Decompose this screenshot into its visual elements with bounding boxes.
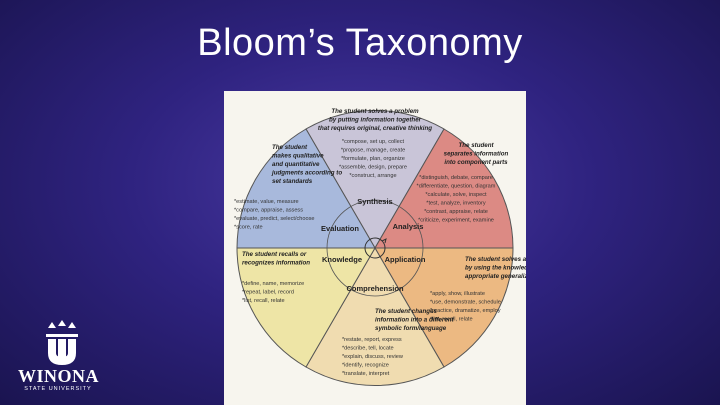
knowledge-verb-line: *define, name, memorize xyxy=(242,281,304,287)
sector-evaluation xyxy=(236,128,376,249)
evaluation-verb-line: *evaluate, predict, select/choose xyxy=(234,216,315,222)
evaluation-heading-line: makes qualitative xyxy=(272,153,324,160)
knowledge-heading-line: The student recalls or xyxy=(242,251,307,258)
knowledge-verb-line: *repeat, label, record xyxy=(242,290,294,296)
label-synthesis: Synthesis xyxy=(357,197,392,206)
analysis-heading-line: separates information xyxy=(444,151,509,158)
synthesis-verb-line: *compose, set up, collect xyxy=(342,139,405,145)
analysis-heading-line: into component parts xyxy=(444,159,508,166)
synthesis-heading-line: that requires original, creative thinkin… xyxy=(318,125,432,132)
synthesis-verb-line: *construct, arrange xyxy=(349,173,396,179)
application-verb-line: *list, recall, relate xyxy=(430,317,473,323)
inner-ring xyxy=(326,199,424,297)
bloom-wheel-panel: Synthesis Analysis Application Comprehen… xyxy=(224,91,526,405)
label-analysis: Analysis xyxy=(393,222,424,231)
analysis-verb-line: *distinguish, debate, compare xyxy=(419,175,493,181)
logo-subtitle: STATE UNIVERSITY xyxy=(24,386,92,392)
label-comprehension: Comprehension xyxy=(346,284,404,293)
comprehension-text: The student changes information into a di… xyxy=(342,308,455,377)
application-verb-line: *use, demonstrate, schedule xyxy=(430,300,501,306)
slide-title: Bloom’s Taxonomy xyxy=(197,22,523,64)
sector-analysis xyxy=(374,128,514,249)
comprehension-verb-line: *identify, recognize xyxy=(342,363,389,369)
analysis-verb-line: *calculate, solve, inspect xyxy=(425,192,487,198)
application-heading-line: appropriate generalizations xyxy=(465,273,526,280)
comprehension-verb-line: *translate, interpret xyxy=(342,371,390,377)
synthesis-verb-line: *assemble, design, prepare xyxy=(339,165,407,171)
evaluation-heading-line: and quantitative xyxy=(272,161,320,168)
comprehension-heading-line: information into a different xyxy=(375,317,455,324)
sector-synthesis xyxy=(305,110,445,249)
knowledge-text: The student recalls or recognizes informa… xyxy=(242,251,310,304)
analysis-verb-line: *criticize, experiment, examine xyxy=(418,218,494,224)
synthesis-heading-line: The student solves a problem xyxy=(331,108,419,115)
comprehension-verb-line: *restate, report, express xyxy=(342,337,402,343)
evaluation-verb-line: *compare, appraise, assess xyxy=(234,208,303,214)
label-knowledge: Knowledge xyxy=(322,255,362,264)
bloom-wheel: Synthesis Analysis Application Comprehen… xyxy=(234,108,526,386)
synthesis-verb-line: *propose, manage, create xyxy=(341,148,405,154)
cycle-arrowhead-icon xyxy=(381,238,387,244)
sector-application xyxy=(374,247,514,368)
sector-comprehension xyxy=(305,247,445,386)
center-cycle-arrow xyxy=(364,237,386,259)
analysis-verb-line: *test, analyze, inventory xyxy=(426,201,486,207)
evaluation-verb-line: *estimate, value, measure xyxy=(234,199,299,205)
knowledge-verb-line: *list, recall, relate xyxy=(242,298,285,304)
evaluation-heading-line: set standards xyxy=(272,178,313,185)
logo-wordmark: WINONA xyxy=(18,366,100,386)
comprehension-heading-line: The student changes xyxy=(375,308,437,315)
analysis-verb-line: *contrast, appraise, relate xyxy=(424,209,488,215)
comprehension-heading-line: symbolic form/language xyxy=(375,325,447,332)
analysis-heading-line: The student xyxy=(458,142,494,149)
comprehension-verb-line: *describe, tell, locate xyxy=(342,346,394,352)
synthesis-verb-line: *formulate, plan, organize xyxy=(341,156,405,162)
comprehension-verb-line: *explain, discuss, review xyxy=(342,354,404,360)
application-verb-line: *practice, dramatize, employ xyxy=(430,308,501,314)
sector-knowledge xyxy=(236,247,376,368)
knowledge-heading-line: recognizes information xyxy=(242,260,310,267)
label-application: Application xyxy=(385,255,426,264)
application-heading-line: The student solves a problem xyxy=(465,256,526,263)
application-verb-line: *apply, show, illustrate xyxy=(430,291,485,297)
application-text: The student solves a problem by using the… xyxy=(430,256,526,323)
evaluation-verb-line: *score, rate xyxy=(234,225,263,231)
winona-logo-icon xyxy=(46,320,78,365)
synthesis-heading-line: by putting information together xyxy=(329,117,422,124)
synthesis-text: The student solves a problem by putting i… xyxy=(318,108,432,179)
application-heading-line: by using the knowledge and xyxy=(465,265,526,272)
evaluation-heading-line: The student xyxy=(272,144,308,151)
label-evaluation: Evaluation xyxy=(321,224,359,233)
analysis-verb-line: *differentiate, question, diagram xyxy=(417,184,496,190)
evaluation-heading-line: judgments according to xyxy=(271,170,342,177)
